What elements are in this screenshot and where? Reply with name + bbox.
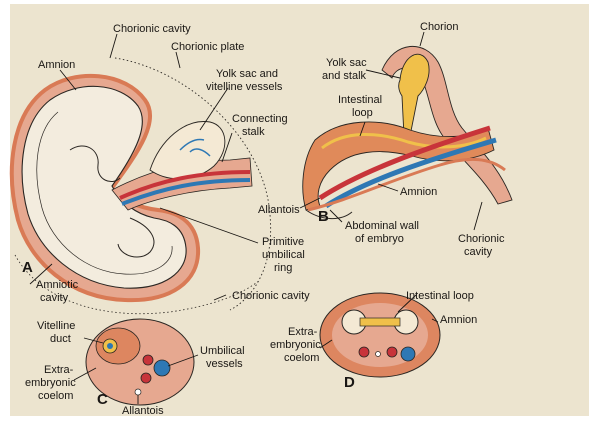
- label-yolk-sac-stalk-2: and stalk: [322, 70, 367, 82]
- panel-letter-b: B: [318, 208, 329, 225]
- label-umbilical-vessels-2: vessels: [206, 358, 243, 370]
- label-yolk-sac-vitelline-2: vitelline vessels: [206, 81, 283, 93]
- label-extra-embryonic-d-3: coelom: [284, 352, 319, 364]
- page-top-margin: [0, 0, 597, 4]
- label-vitelline-duct-1: Vitelline: [37, 320, 75, 332]
- label-yolk-sac-stalk-1: Yolk sac: [326, 57, 367, 69]
- label-intestinal-loop-b-1: Intestinal: [338, 94, 382, 106]
- panel-letter-a: A: [22, 259, 33, 276]
- umbilical-vessel-d-blue: [401, 347, 415, 361]
- label-chorionic-cavity-b-2: cavity: [464, 246, 493, 258]
- label-connecting-stalk-2: stalk: [242, 126, 265, 138]
- umbilical-vessel-d-red: [359, 347, 369, 357]
- label-connecting-stalk-1: Connecting: [232, 113, 288, 125]
- label-amnion-d: Amnion: [440, 314, 477, 326]
- label-extra-embryonic-c-3: coelom: [38, 390, 73, 402]
- label-primitive-ring-2: umbilical: [262, 249, 305, 261]
- label-primitive-ring-3: ring: [274, 262, 292, 274]
- umbilical-vessel-c-red-2: [141, 373, 151, 383]
- label-vitelline-duct-2: duct: [50, 333, 71, 345]
- label-extra-embryonic-c-2: embryonic: [25, 377, 76, 389]
- label-extra-embryonic-c-1: Extra-: [44, 364, 74, 376]
- label-amniotic-cavity-1: Amniotic: [36, 279, 79, 291]
- label-chorionic-cavity-b-1: Chorionic: [458, 233, 505, 245]
- label-allantois-b: Allantois: [258, 204, 300, 216]
- vitelline-duct-c-core: [107, 343, 113, 349]
- allantois-c: [135, 389, 141, 395]
- intestinal-loop-d-bridge: [360, 318, 400, 326]
- label-chorion: Chorion: [420, 21, 459, 33]
- label-intestinal-loop-d: Intestinal loop: [406, 290, 474, 302]
- label-umbilical-vessels-1: Umbilical: [200, 345, 245, 357]
- label-abdominal-wall-2: of embryo: [355, 233, 404, 245]
- label-chorionic-plate: Chorionic plate: [171, 41, 244, 53]
- panel-letter-d: D: [344, 374, 355, 391]
- label-amnion-a: Amnion: [38, 59, 75, 71]
- label-yolk-sac-vitelline-1: Yolk sac and: [216, 68, 278, 80]
- label-extra-embryonic-d-1: Extra-: [288, 326, 318, 338]
- umbilical-vessel-c-red: [143, 355, 153, 365]
- label-abdominal-wall-1: Abdominal wall: [345, 220, 419, 232]
- label-amnion-b: Amnion: [400, 186, 437, 198]
- panel-letter-c: C: [97, 391, 108, 408]
- cord-c-coelom: [96, 328, 140, 364]
- label-extra-embryonic-d-2: embryonic: [270, 339, 321, 351]
- label-allantois-c: Allantois: [122, 405, 164, 417]
- umbilical-vessel-d-red-2: [387, 347, 397, 357]
- label-intestinal-loop-b-2: loop: [352, 107, 373, 119]
- page-right-margin: [589, 0, 597, 423]
- panel-d-drawing: [320, 293, 440, 377]
- page-bottom-margin: [0, 416, 597, 423]
- allantois-d: [376, 352, 381, 357]
- page-left-margin: [0, 0, 10, 423]
- label-amniotic-cavity-2: cavity: [40, 292, 69, 304]
- label-primitive-ring-1: Primitive: [262, 236, 304, 248]
- umbilical-vessel-c-blue: [154, 360, 170, 376]
- label-chorionic-cavity-top: Chorionic cavity: [113, 23, 191, 35]
- label-chorionic-cavity-bottom: Chorionic cavity: [232, 290, 310, 302]
